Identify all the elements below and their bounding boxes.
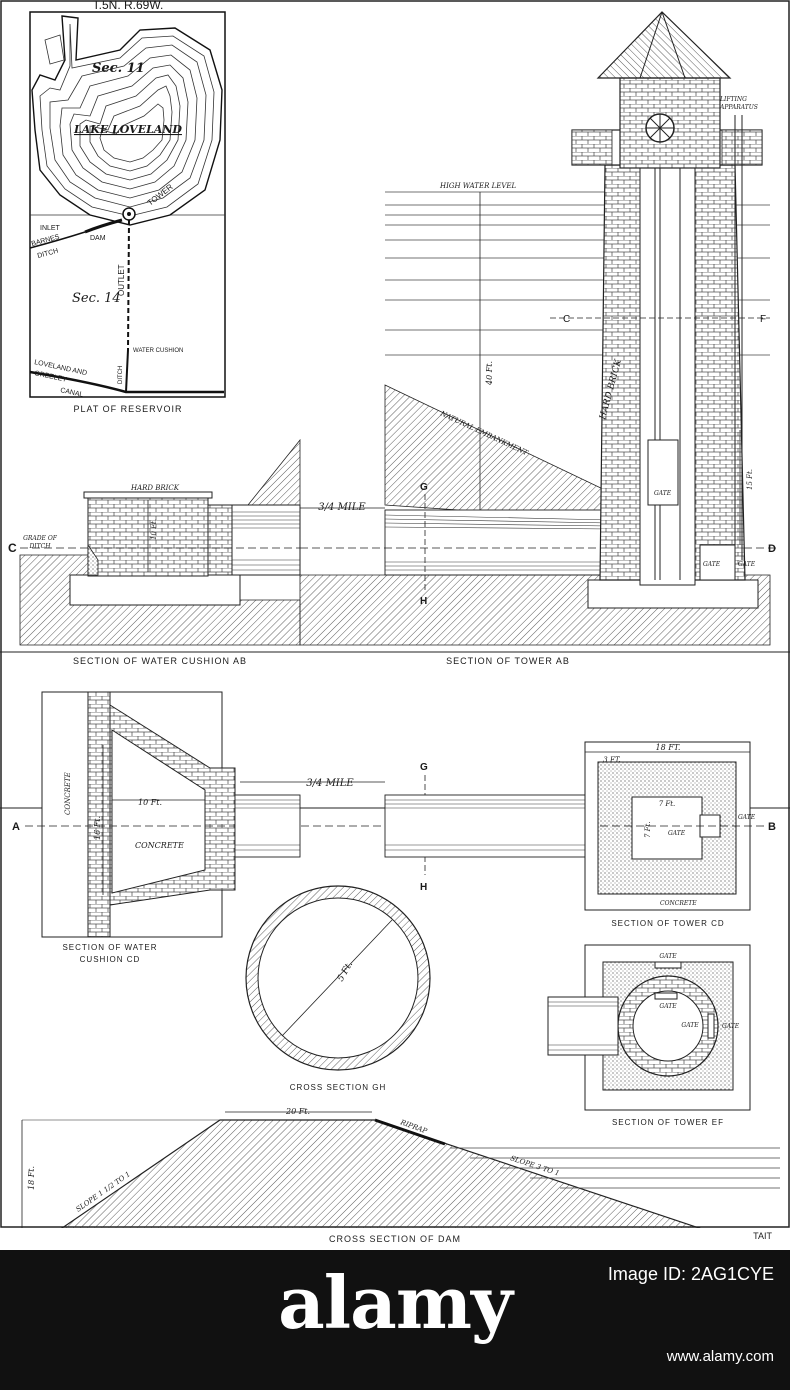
- plat-of-reservoir: T.5N. R.69W. Sec. 11 LAKE LOVELAND TOWER…: [29, 0, 226, 414]
- water-level-lines: [385, 191, 770, 356]
- plat-canal: [29, 370, 224, 394]
- cushion-cd-height: 16 Ft.: [93, 816, 102, 840]
- cross-section-gh: 5 Ft. CROSS SECTION GH: [245, 885, 431, 1092]
- tower-ef-gate-middle: GATE: [659, 1003, 677, 1010]
- high-water-level: HIGH WATER LEVEL: [439, 182, 517, 190]
- tower-cd-b-marker: B: [768, 821, 776, 833]
- plat-water-cushion: WATER CUSHION: [133, 348, 183, 354]
- dam-top-width: 20 Ft.: [285, 1107, 310, 1116]
- cushion-ab-hard-brick: HARD BRICK: [130, 484, 180, 492]
- tower-ab-d-marker: D: [768, 543, 776, 555]
- lake-contours: [31, 15, 223, 226]
- tower-ab-caption: SECTION OF TOWER AB: [446, 656, 570, 666]
- tower-roof: [596, 11, 732, 79]
- tower-ab-gate-1: GATE: [703, 561, 721, 568]
- section-water-cushion-cd: CONCRETE 10 Ft. 16 Ft. CONCRETE A SECTIO…: [12, 691, 385, 964]
- plat-caption: PLAT OF RESERVOIR: [73, 404, 182, 414]
- tower-ab-f-marker: F: [760, 314, 766, 325]
- lifting-label: LIFTING: [719, 96, 747, 103]
- tower-ab-depth: 15 Ft.: [746, 469, 754, 490]
- plat-sec11: Sec. 11: [92, 61, 145, 76]
- plat-ditch: DITCH: [118, 366, 124, 384]
- tower-cd-mile: 3/4 MILE: [306, 778, 354, 789]
- stock-brand-logo[interactable]: alamy: [278, 1260, 513, 1345]
- caption-bar: CROSS SECTION OF DAM TAIT: [0, 1228, 790, 1250]
- tower-cd-inner-height: 7 Ft.: [644, 821, 652, 838]
- tower-ab-mile: 3/4 MILE: [318, 502, 366, 513]
- plat-dam: DAM: [90, 235, 106, 242]
- cross-section-dam: 20 Ft. RIPRAP SLOPE 1 1/2 TO 1 SLOPE 3 T…: [21, 1107, 780, 1251]
- stock-image-id: Image ID: 2AG1CYE: [607, 1264, 774, 1284]
- tower-cd-inner-width: 7 Ft.: [659, 800, 676, 808]
- plat-outlet-line: [127, 219, 130, 351]
- section-tower-cd: 3/4 MILE G H 18 FT. 3 FT. 7 Ft. 7 Ft. GA…: [240, 741, 776, 928]
- cushion-cd-caption-1: SECTION OF WATER: [62, 943, 157, 952]
- tower-ef-caption: SECTION OF TOWER EF: [612, 1118, 724, 1127]
- cushion-ab-ditch: DITCH: [28, 543, 51, 550]
- cushion-ab-caption: SECTION OF WATER CUSHION AB: [73, 656, 247, 666]
- tower-ab-gate-2: GATE: [738, 561, 756, 568]
- tower-cd-concrete: CONCRETE: [660, 900, 697, 907]
- cushion-cd-concrete-vertical: CONCRETE: [64, 772, 72, 815]
- plat-township: T.5N. R.69W.: [93, 0, 164, 12]
- tower-cd-gate-inner: GATE: [668, 830, 686, 837]
- section-tower-ef: GATE GATE GATE GATE SECTION OF TOWER EF: [547, 944, 751, 1127]
- stock-photo-footer: alamy Image ID: 2AG1CYE www.alamy.com: [0, 1250, 790, 1390]
- tower-ef-gate-inner: GATE: [681, 1022, 699, 1029]
- dam-height: 18 Ft.: [27, 1166, 36, 1190]
- tower-ab-c-marker: C: [563, 314, 570, 325]
- tower-cd-wall: 3 FT.: [603, 756, 621, 764]
- plat-outlet: OUTLET: [117, 264, 126, 296]
- plat-lake-name: LAKE LOVELAND: [73, 123, 182, 136]
- cushion-cd-a-marker: A: [12, 821, 20, 833]
- cushion-cd-concrete: CONCRETE: [135, 841, 184, 850]
- cushion-cd-width: 10 Ft.: [138, 798, 162, 807]
- tower-ef-gate-right: GATE: [722, 1023, 740, 1030]
- plat-canal-3: CANAL: [60, 387, 84, 399]
- tower-cd-width: 18 FT.: [656, 743, 681, 752]
- tower-cd-gate-outer: GATE: [738, 814, 756, 821]
- tower-cd-g-marker: G: [420, 762, 428, 773]
- cross-gh-caption: CROSS SECTION GH: [290, 1083, 386, 1092]
- cushion-ab-c-marker: C: [8, 541, 17, 555]
- plat-dam-line: [84, 218, 123, 234]
- tower-cd-h-marker: H: [420, 882, 427, 893]
- cushion-cd-caption-2: CUSHION CD: [80, 955, 141, 964]
- plat-inlet: INLET: [40, 225, 61, 232]
- cushion-ab-grade: GRADE OF: [23, 535, 58, 542]
- tower-ef-gate-top: GATE: [659, 953, 677, 960]
- tower-ab-gate-shaft: [647, 439, 679, 506]
- tower-ab-gate-shaft-label: GATE: [654, 490, 672, 497]
- signature-mark: TAIT: [753, 1231, 772, 1241]
- tower-ab-height: 40 Ft.: [485, 361, 494, 386]
- dam-caption: CROSS SECTION OF DAM: [329, 1234, 461, 1244]
- tower-cd-caption: SECTION OF TOWER CD: [611, 919, 724, 928]
- section-tower-ab: HIGH WATER LEVEL 40 Ft. NATURAL EMBANKME…: [299, 11, 780, 666]
- apparatus-label: APPARATUS: [719, 104, 758, 111]
- plat-sec14: Sec. 14: [72, 291, 121, 306]
- section-water-cushion-ab: HARD BRICK GRADE OF DITCH 10 Ft. C SECTI…: [8, 438, 301, 666]
- tower-ab-g-marker: G: [420, 482, 428, 493]
- stock-site-url[interactable]: www.alamy.com: [666, 1348, 774, 1365]
- cushion-ab-height: 10 Ft.: [150, 519, 158, 540]
